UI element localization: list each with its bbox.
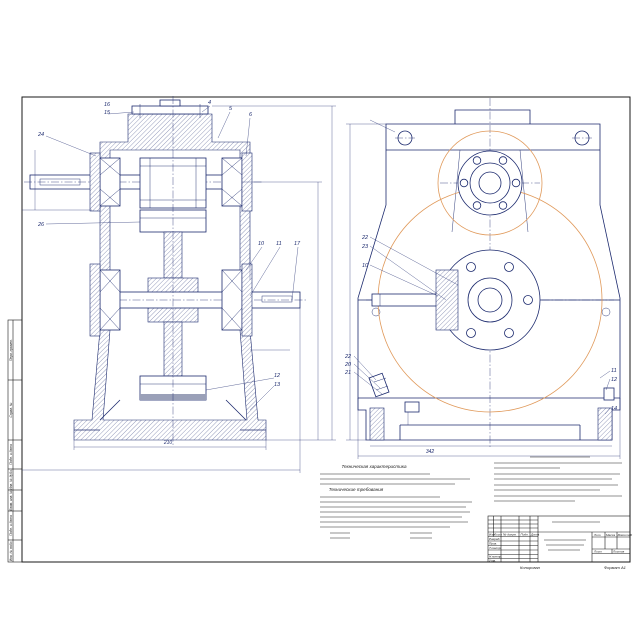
tb-scale: Масштаб: [618, 533, 633, 537]
callout-l-26: 26: [37, 222, 45, 228]
callout-l-11: 11: [276, 241, 282, 247]
foot-section-right: [597, 407, 613, 441]
output-cap-left: [89, 263, 101, 337]
output-bearing-cap: [439, 249, 541, 351]
callout-l-15: 15: [104, 110, 111, 116]
tb-sheet: Лист: [493, 533, 502, 537]
right-notes-text-lines: [494, 456, 622, 502]
notes-text-lines: [320, 473, 472, 539]
tb-signature: Подп.: [521, 533, 529, 537]
technical-notes: Техническая характеристика Технические т…: [320, 456, 622, 539]
dim-left-base: 210: [163, 440, 173, 446]
front-view-callouts: 22 23 10 22 20 21 11 12 14: [344, 235, 617, 415]
callout-l-4: 4: [208, 100, 211, 106]
format-label: Формат А1: [604, 565, 626, 570]
callout-l-10: 10: [258, 241, 265, 247]
tb-tech-control: Т.контр.: [489, 546, 502, 550]
output-bearing-right: [221, 269, 243, 331]
callout-r-23: 23: [361, 244, 369, 250]
tb-sheets: Листов: [612, 550, 625, 554]
left-view-dimensions: 210: [22, 105, 336, 473]
stamp-dup-inv-no: Инв. № дубл.: [9, 469, 13, 489]
callout-l-16: 16: [104, 102, 111, 108]
tb-checked: Пров.: [489, 542, 497, 546]
callout-r-22b: 22: [344, 354, 351, 360]
tb-doc-no: № докум.: [503, 533, 517, 537]
copied-label: Копировал: [520, 565, 541, 570]
joint-bolt-right: [601, 307, 611, 317]
input-bearing-left: [99, 157, 121, 207]
output-shaft-end: [371, 293, 439, 307]
requirements-heading: Технические требования: [329, 487, 384, 492]
joint-bolt-left: [371, 307, 381, 317]
pinion-pitch-circle: [437, 130, 543, 236]
title-block: Изм. Лист № докум. Подп. Дата Разраб. Пр…: [487, 515, 633, 563]
output-bearing-left: [99, 269, 121, 331]
input-bearing-cap: [457, 150, 523, 216]
tb-norm-control: Н.контр.: [489, 555, 502, 559]
tb-sheet-no: Лист: [593, 550, 602, 554]
dim-right-base: 342: [426, 449, 435, 455]
callout-l-17: 17: [294, 241, 301, 247]
left-view-callouts: 16 15 4 5 6 24 26 10 11 17 12 13: [37, 100, 301, 411]
tb-mass: Масса: [606, 533, 615, 537]
tb-developed: Разраб.: [489, 537, 500, 541]
callout-r-10: 10: [362, 263, 369, 269]
stamp-sign-date-1: Подп. и дата: [9, 444, 13, 465]
callout-r-20: 20: [344, 362, 352, 368]
callout-l-24: 24: [37, 132, 44, 138]
base: [357, 398, 621, 441]
stamp-orig-inv-no: Инв. № подл.: [9, 541, 13, 562]
inspection-cover: [131, 105, 209, 115]
callout-r-21: 21: [344, 370, 351, 376]
top-cover: [454, 109, 531, 124]
callout-l-5: 5: [229, 106, 233, 112]
tb-date: Дата: [530, 533, 539, 537]
stamp-replaced-inv-no: Взам. инв. №: [9, 490, 13, 511]
stamp-sign-date-2: Подп. и дата: [9, 515, 13, 536]
sectional-view: 210 16 15 4 5 6 24 26 10 11 17 12 1: [22, 96, 336, 473]
stamp-first-use: Перв. примен.: [9, 339, 13, 361]
front-view: 342 22 23 10 22 20 21 11 12 14: [344, 98, 621, 459]
callout-l-6: 6: [249, 112, 253, 118]
callout-r-11: 11: [611, 368, 617, 374]
title-block-text-lines: [544, 521, 600, 551]
input-cap-left: [89, 152, 101, 212]
oil-gauge: [368, 372, 390, 398]
shaft-section: [435, 269, 459, 331]
callout-r-22a: 22: [361, 235, 368, 241]
foot-section-left: [369, 407, 385, 441]
breather: [159, 99, 181, 107]
tb-approved: Утв.: [489, 559, 496, 563]
level-plug: [404, 401, 420, 413]
callout-l-12: 12: [274, 373, 280, 379]
callout-r-14: 14: [611, 406, 617, 412]
side-stamp: Перв. примен. Справ. № Подп. и дата Инв.…: [7, 319, 23, 563]
stamp-reference-no: Справ. №: [9, 402, 13, 417]
front-view-dimensions: 342: [346, 119, 621, 459]
characteristics-heading: Техническая характеристика: [341, 464, 406, 469]
tb-change: Изм.: [489, 533, 496, 537]
drain-plug: [603, 387, 615, 401]
callout-r-12: 12: [611, 377, 617, 383]
tb-letter: Лит.: [593, 533, 601, 537]
callout-l-13: 13: [274, 382, 281, 388]
output-cap-right: [241, 263, 253, 337]
input-bearing-right: [221, 157, 243, 207]
